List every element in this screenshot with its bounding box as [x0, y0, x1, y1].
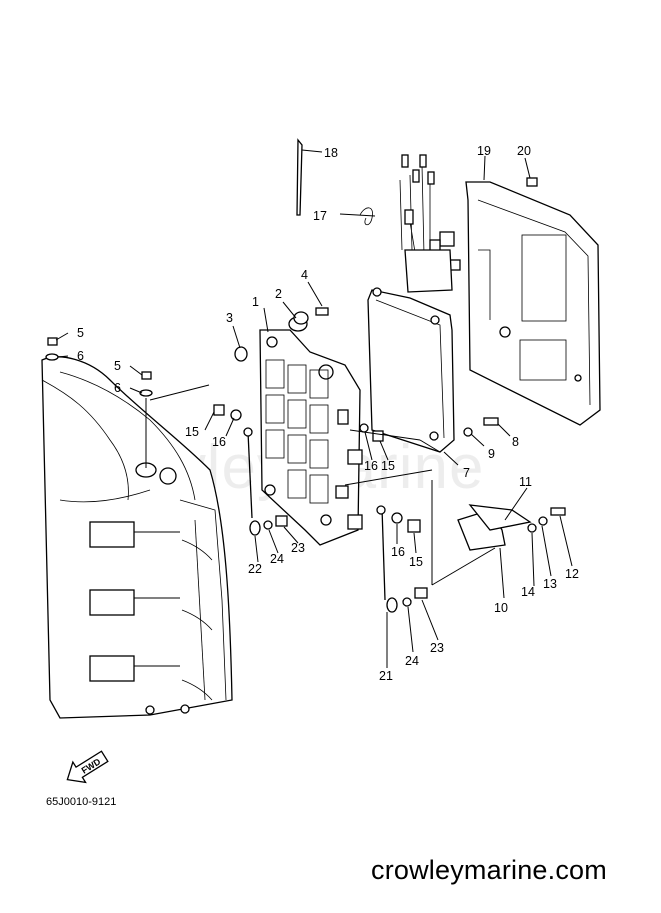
engine-block — [41, 356, 233, 719]
callout-9: 9 — [488, 447, 495, 461]
callout-20: 20 — [517, 144, 531, 158]
callout-16a: 16 — [212, 435, 226, 449]
callout-19: 19 — [477, 144, 491, 158]
callout-3: 3 — [226, 311, 233, 325]
callout-18: 18 — [324, 146, 338, 160]
callout-23b: 23 — [430, 641, 444, 655]
ecu-unit — [367, 154, 461, 453]
callout-21: 21 — [379, 669, 393, 683]
leader-lines — [55, 149, 573, 668]
callout-16c: 16 — [391, 545, 405, 559]
callout-5b: 5 — [114, 359, 121, 373]
small-parts — [45, 138, 566, 613]
callout-11: 11 — [519, 475, 532, 489]
ecu-cover — [465, 181, 601, 426]
callout-10: 10 — [494, 601, 508, 615]
callout-12: 12 — [565, 567, 579, 581]
callout-22: 22 — [248, 562, 262, 576]
callout-15c: 15 — [409, 555, 423, 569]
callout-14: 14 — [521, 585, 535, 599]
callout-5a: 5 — [77, 326, 84, 340]
callout-24a: 24 — [270, 552, 284, 566]
callout-labels: 1 2 3 4 5 6 5 6 15 16 16 15 7 8 9 11 12 … — [77, 144, 579, 683]
callout-23a: 23 — [291, 541, 305, 555]
callout-17: 17 — [313, 209, 327, 223]
callout-6a: 6 — [77, 349, 84, 363]
callout-6b: 6 — [114, 381, 121, 395]
callout-7: 7 — [463, 466, 470, 480]
callout-4: 4 — [301, 268, 308, 282]
callout-8: 8 — [512, 435, 519, 449]
site-watermark[interactable]: crowleymarine.com — [371, 855, 607, 885]
callout-15b: 15 — [381, 459, 395, 473]
callout-15a: 15 — [185, 425, 199, 439]
callout-13: 13 — [543, 577, 557, 591]
callout-1: 1 — [252, 295, 259, 309]
callout-24b: 24 — [405, 654, 419, 668]
ecu-bracket — [259, 329, 363, 546]
fwd-arrow-icon: FWD — [66, 750, 109, 784]
callout-16b: 16 — [364, 459, 378, 473]
diagram-code: 65J0010-9121 — [46, 796, 117, 808]
callout-2: 2 — [275, 287, 282, 301]
